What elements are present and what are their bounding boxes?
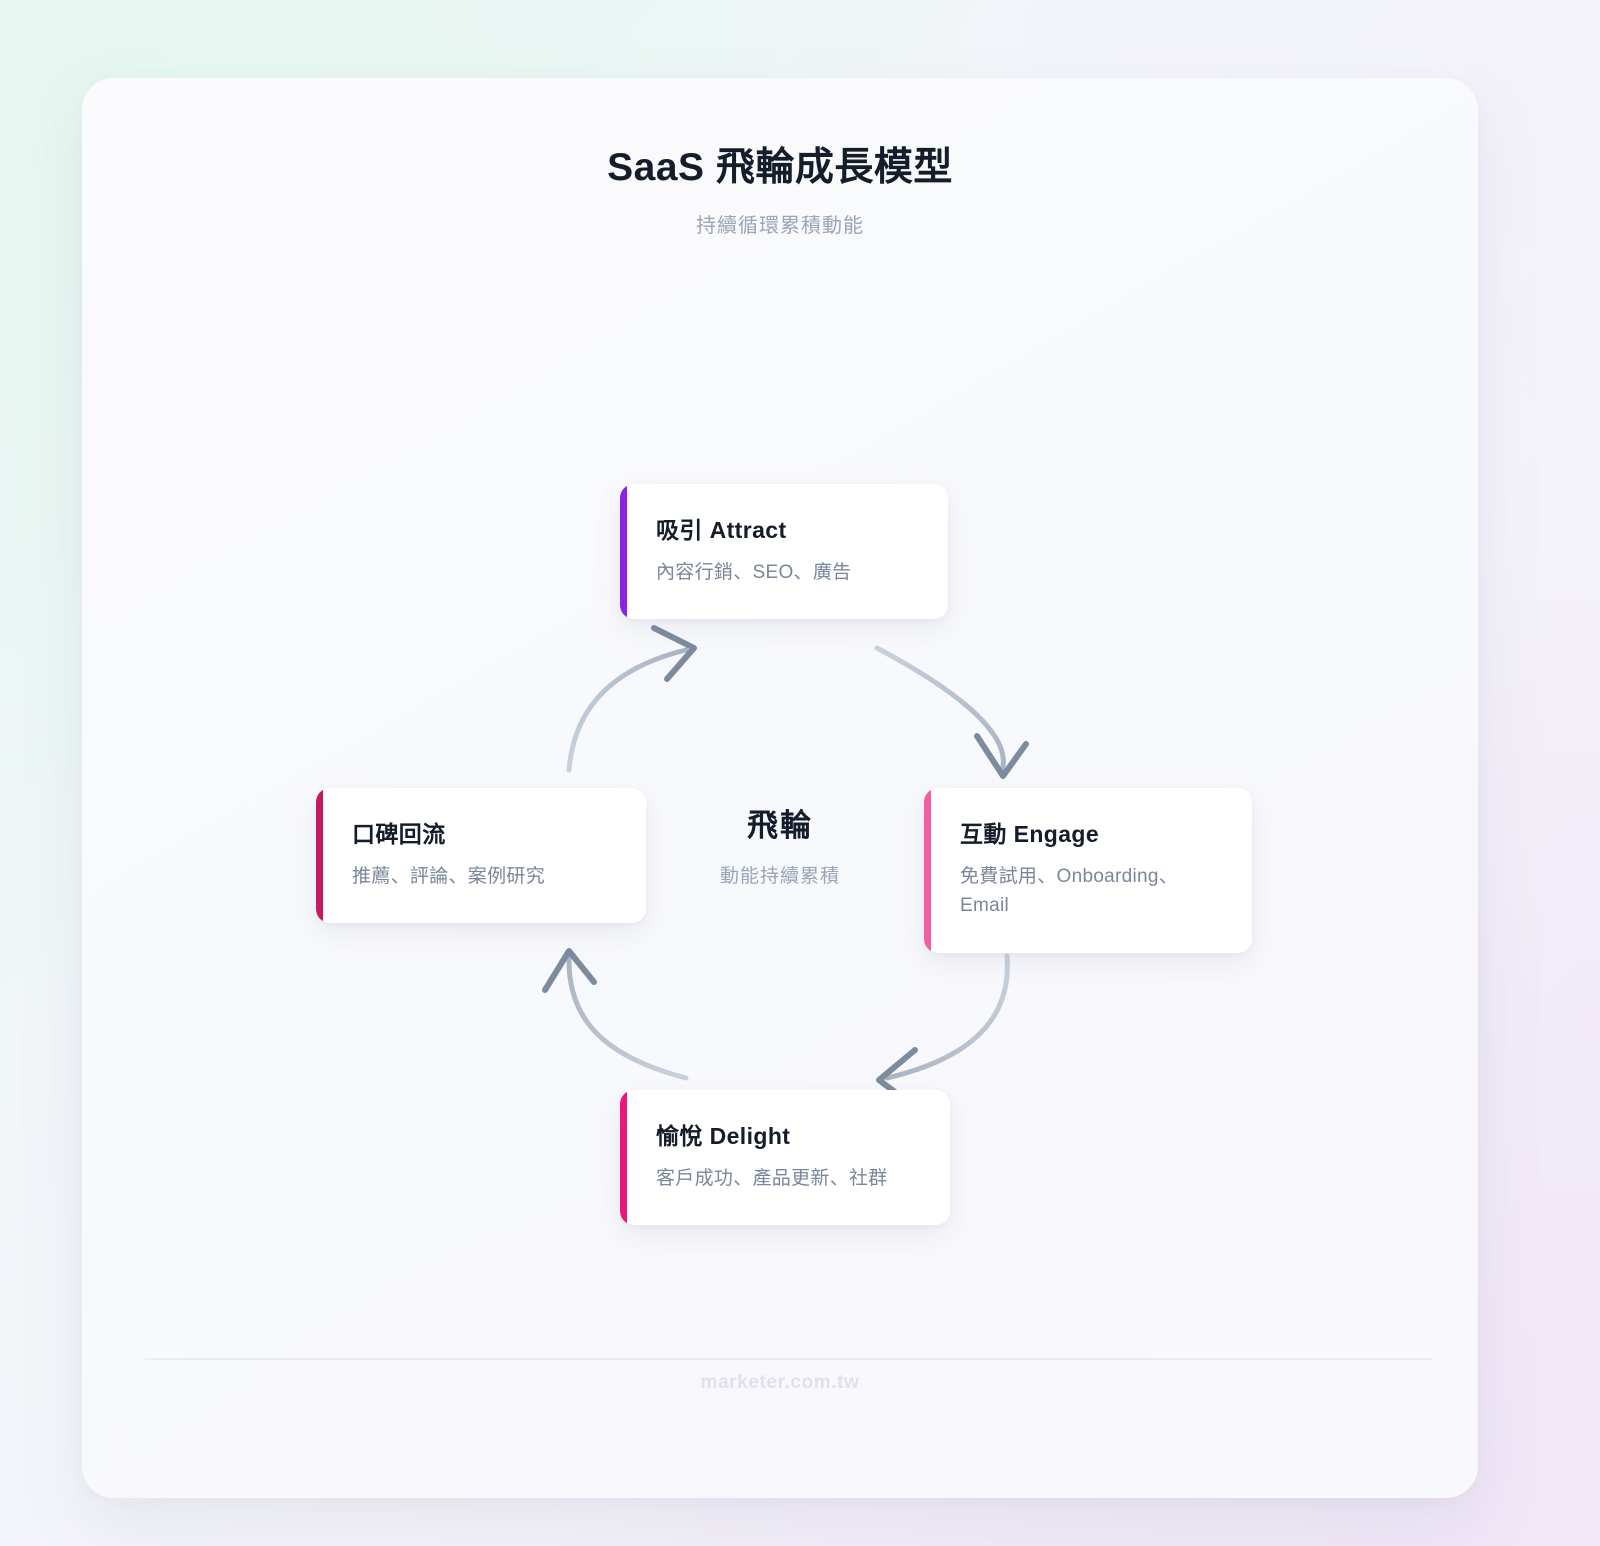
node-title-attract: 吸引 Attract xyxy=(656,516,787,543)
flywheel-arrows xyxy=(542,625,1029,1108)
node-card-delight[interactable]: 愉悅 Delight 客戶成功、產品更新、社群 xyxy=(620,1090,950,1225)
node-title-engage: 互動 Engage xyxy=(960,821,1100,848)
arrow-advocate-to-attract xyxy=(566,625,697,773)
page-title: SaaS 飛輪成長模型 xyxy=(607,146,953,189)
header: SaaS 飛輪成長模型 持續循環累積動能 xyxy=(82,144,1478,238)
node-card-attract[interactable]: 吸引 Attract 內容行銷、SEO、廣告 xyxy=(620,484,948,619)
node-desc-engage: 免費試用、Onboarding、Email xyxy=(960,866,1179,917)
flywheel-diagram: 飛輪 動能持續累積 吸引 Attract 內容行銷、SEO、廣告 互動 Enga… xyxy=(82,378,1478,1225)
arrow-engage-to-delight xyxy=(876,953,1010,1108)
node-card-engage[interactable]: 互動 Engage 免費試用、Onboarding、Email xyxy=(924,788,1252,953)
flywheel-hub: 飛輪 動能持續累積 xyxy=(630,800,930,888)
node-title-delight: 愉悅 Delight xyxy=(656,1122,791,1149)
page-subtitle: 持續循環累積動能 xyxy=(696,214,864,237)
node-desc-attract: 內容行銷、SEO、廣告 xyxy=(656,561,852,583)
footer-credit: marketer.com.tw xyxy=(700,1372,860,1393)
arrow-delight-to-advocate xyxy=(542,948,689,1081)
node-title-advocate: 口碑回流 xyxy=(352,820,446,847)
diagram-panel: SaaS 飛輪成長模型 持續循環累積動能 xyxy=(82,78,1478,1498)
hub-label: 飛輪 xyxy=(747,808,813,843)
node-desc-advocate: 推薦、評論、案例研究 xyxy=(352,865,546,887)
hub-caption: 動能持續累積 xyxy=(719,866,840,887)
footer-divider xyxy=(145,1358,1432,1360)
arrow-attract-to-engage xyxy=(874,645,1029,779)
node-desc-delight: 客戶成功、產品更新、社群 xyxy=(656,1167,888,1189)
node-card-advocate[interactable]: 口碑回流 推薦、評論、案例研究 xyxy=(316,788,646,923)
